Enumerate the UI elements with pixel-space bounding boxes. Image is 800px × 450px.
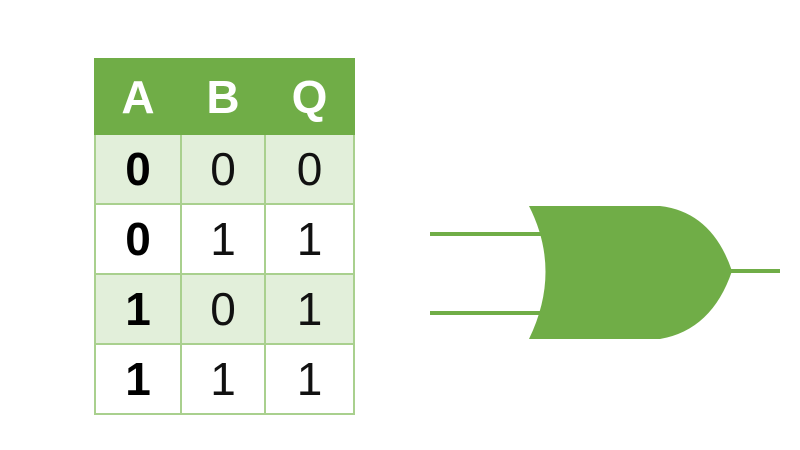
header-b: B (180, 58, 266, 135)
header-q: Q (264, 58, 355, 135)
cell-b: 0 (180, 273, 266, 345)
table-row: 1 1 1 (94, 343, 355, 415)
cell-q: 0 (264, 133, 355, 205)
cell-a: 0 (94, 133, 182, 205)
cell-b: 0 (180, 133, 266, 205)
header-a: A (94, 58, 182, 135)
cell-q: 1 (264, 203, 355, 275)
cell-b: 1 (180, 203, 266, 275)
table-row: 0 0 0 (94, 133, 355, 205)
cell-b: 1 (180, 343, 266, 415)
table-row: 1 0 1 (94, 273, 355, 345)
cell-a: 1 (94, 273, 182, 345)
cell-a: 0 (94, 203, 182, 275)
cell-q: 1 (264, 273, 355, 345)
table-row: 0 1 1 (94, 203, 355, 275)
truth-table-header: A B Q (94, 58, 355, 135)
or-gate-body (529, 206, 732, 339)
cell-q: 1 (264, 343, 355, 415)
truth-table: A B Q 0 0 0 0 1 1 1 0 1 1 1 (94, 58, 355, 415)
cell-a: 1 (94, 343, 182, 415)
